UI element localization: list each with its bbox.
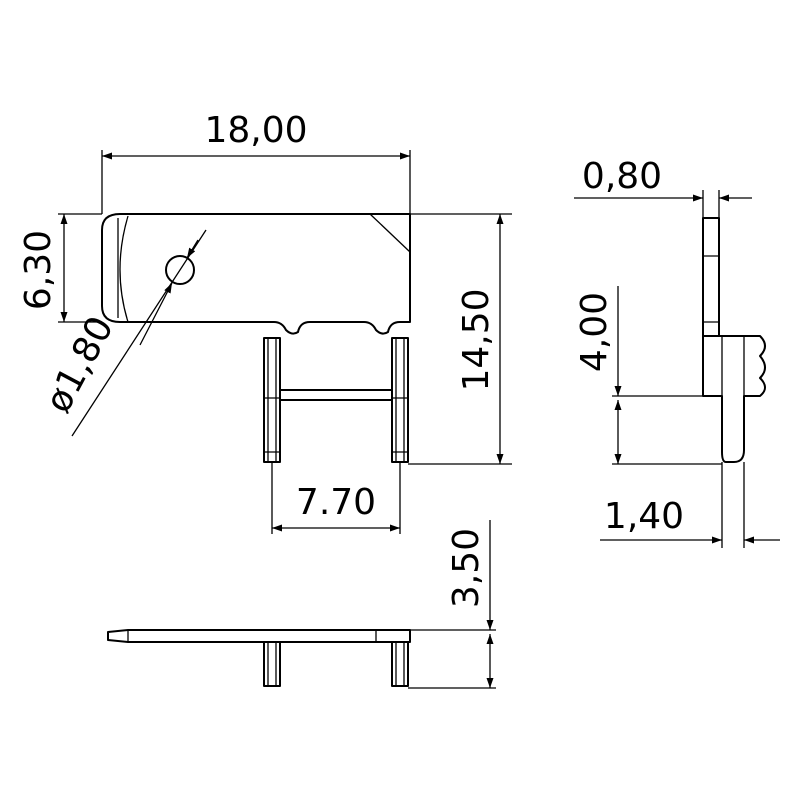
dim-hole-diameter: ø1,80 bbox=[38, 310, 122, 419]
dim-width-overall: 18,00 bbox=[204, 110, 307, 151]
side-view bbox=[702, 217, 766, 463]
dim-side-thickness: 0,80 bbox=[582, 156, 662, 197]
dim-bottom-height: 3,50 bbox=[446, 528, 487, 608]
mounting-hole bbox=[165, 255, 195, 285]
front-tab-tip-curve bbox=[119, 215, 129, 323]
dim-pin-width: 1,40 bbox=[604, 496, 684, 537]
side-blade bbox=[702, 217, 720, 337]
bottom-dimensions: 3,50 bbox=[408, 520, 496, 689]
bottom-left-pin bbox=[263, 641, 281, 687]
front-tab-outline bbox=[101, 213, 411, 335]
dim-height-tab: 6,30 bbox=[18, 230, 59, 310]
bottom-right-pin bbox=[391, 641, 409, 687]
dim-side-height: 4,00 bbox=[574, 292, 615, 372]
front-bridge bbox=[279, 389, 393, 401]
front-right-pin bbox=[391, 337, 409, 463]
front-view bbox=[101, 213, 411, 463]
bottom-plate bbox=[107, 629, 411, 643]
dim-height-overall: 14,50 bbox=[456, 288, 497, 391]
front-left-pin bbox=[263, 337, 281, 463]
side-dimensions: 0,80 4,00 1,40 bbox=[574, 156, 780, 548]
bottom-view bbox=[107, 629, 411, 687]
front-tab-chamfer bbox=[369, 213, 411, 253]
dim-pin-spacing: 7.70 bbox=[296, 482, 376, 523]
side-body bbox=[702, 335, 766, 463]
